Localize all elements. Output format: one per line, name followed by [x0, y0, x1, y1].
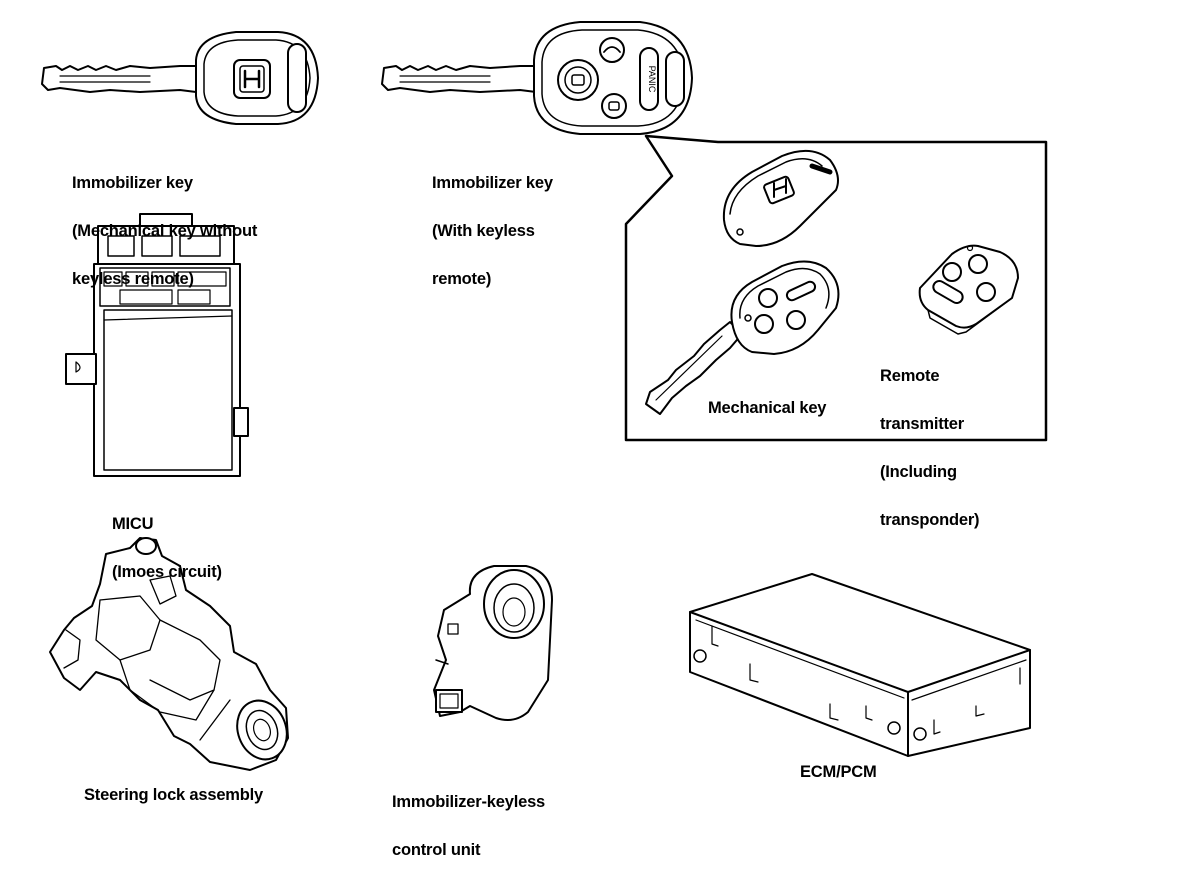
micu-illustration — [65, 213, 249, 477]
label-line: Immobilizer-keyless — [392, 793, 546, 811]
remote-transmitter-illustration — [918, 244, 1019, 335]
label-line: transmitter — [880, 415, 964, 433]
panic-label: PANIC — [647, 66, 657, 93]
label-line: (Mechanical key without — [72, 222, 258, 240]
immobilizer-control-unit-illustration — [433, 565, 553, 721]
ecm-pcm-illustration — [689, 573, 1031, 757]
mechanical-key-illustration — [645, 260, 840, 415]
immobilizer-key-keyless-illustration: PANIC — [381, 21, 693, 135]
label-line: MICU — [112, 515, 154, 533]
label-line: transponder) — [880, 511, 980, 529]
label-ecm-pcm: ECM/PCM — [800, 763, 877, 781]
steering-lock-illustration — [49, 537, 289, 771]
label-line: (Imoes circuit) — [112, 563, 222, 581]
label-immobilizer-key-mechanical: Immobilizer key (Mechanical key without … — [72, 143, 257, 303]
label-line: remote) — [432, 270, 492, 288]
label-line: keyless remote) — [72, 270, 194, 288]
label-line: control unit — [392, 841, 481, 859]
label-micu: MICU (Imoes circuit) — [112, 484, 222, 596]
label-control-unit: Immobilizer-keyless control unit — [392, 762, 545, 874]
label-steering-lock: Steering lock assembly — [84, 786, 264, 804]
label-line: (Including — [880, 463, 957, 481]
label-line: (With keyless — [432, 222, 535, 240]
label-line: Remote — [880, 367, 940, 385]
label-remote-transmitter: Remote transmitter (Including transponde… — [880, 336, 980, 544]
key-housing-illustration — [722, 149, 839, 247]
label-line: Immobilizer key — [432, 174, 553, 192]
components-diagram: PANIC — [41, 21, 1048, 771]
label-immobilizer-key-keyless: Immobilizer key (With keyless remote) — [432, 143, 553, 303]
immobilizer-key-mechanical-illustration — [41, 31, 319, 125]
label-mechanical-key: Mechanical key — [708, 399, 827, 417]
label-line: Immobilizer key — [72, 174, 193, 192]
